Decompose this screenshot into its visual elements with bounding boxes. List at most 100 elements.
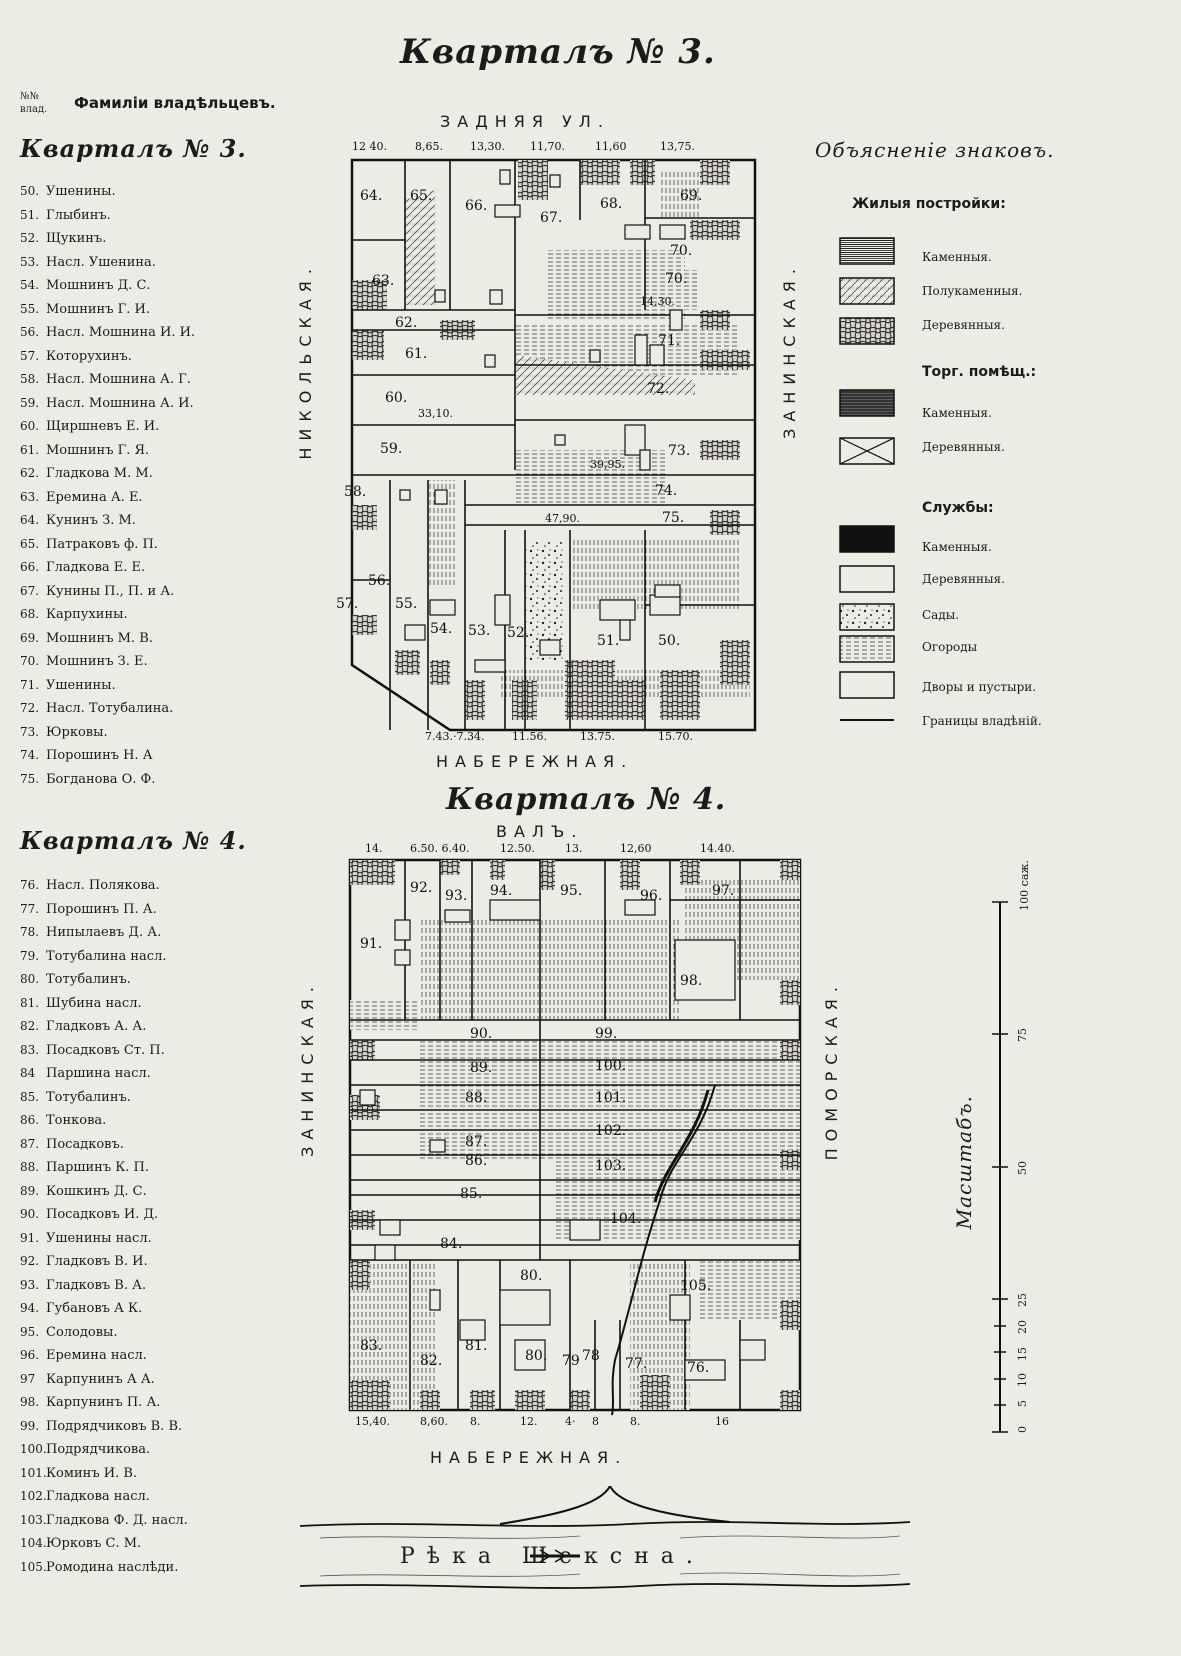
owner-item: 102.Гладкова насл. — [20, 1485, 188, 1509]
owner-item: 99.Подрядчиковъ В. В. — [20, 1415, 188, 1439]
svg-text:93.: 93. — [445, 888, 467, 904]
svg-text:59.: 59. — [380, 441, 402, 457]
svg-text:57.: 57. — [336, 596, 358, 612]
legend-borders: Границы владѣнiй. — [922, 714, 1042, 728]
owner-name: Ушенины насл. — [46, 1230, 152, 1246]
owner-number: 78. — [20, 925, 40, 939]
svg-text:47,90.: 47,90. — [545, 512, 580, 525]
owner-number: 52. — [20, 231, 40, 245]
owner-number: 58. — [20, 372, 40, 386]
legend-trade-stone: Каменныя. — [922, 406, 992, 420]
owner-item: 74.Порошинъ Н. А — [20, 744, 195, 768]
owner-name: Карпунинъ А А. — [46, 1371, 155, 1387]
owner-item: 101.Коминъ И. В. — [20, 1462, 188, 1486]
owner-item: 97 Карпунинъ А А. — [20, 1368, 188, 1392]
owner-number: 50. — [20, 184, 40, 198]
svg-text:4·: 4· — [565, 1415, 576, 1428]
svg-text:12.: 12. — [520, 1415, 538, 1428]
owner-name: Нипылаевъ Д. А. — [46, 925, 162, 940]
svg-text:75.: 75. — [662, 510, 684, 526]
svg-text:58.: 58. — [344, 484, 366, 500]
owner-number: 54. — [20, 278, 40, 292]
svg-text:86.: 86. — [465, 1153, 487, 1169]
owner-name: Ушенины. — [46, 184, 116, 199]
owner-number: 94. — [20, 1301, 40, 1315]
block3-owner-list: 50.Ушенины.51.Глыбинъ.52.Щукинъ.53.Насл.… — [20, 180, 195, 791]
svg-text:89.: 89. — [470, 1060, 492, 1076]
owner-number: 63. — [20, 489, 40, 504]
owner-name: Гладкова Ф. Д. насл. — [46, 1512, 188, 1528]
svg-text:66.: 66. — [465, 198, 487, 214]
scale-tick-label: 0 — [1016, 1426, 1029, 1433]
owner-item: 61.Мошнинъ Г. Я. — [20, 439, 195, 463]
street-zadnyaya: ЗАДНЯЯ УЛ. — [440, 112, 610, 131]
owner-name: Насл. Мошнина А. Г. — [46, 372, 191, 387]
owner-number: 98. — [20, 1395, 40, 1409]
owner-name: Патраковъ ф. П. — [46, 536, 158, 552]
owner-item: 87.Посадковъ. — [20, 1133, 188, 1157]
legend-gardens: Сады. — [922, 608, 960, 622]
street-val: ВАЛЪ. — [496, 822, 584, 841]
owner-item: 83.Посадковъ Ст. П. — [20, 1039, 188, 1063]
owner-item: 77.Порошинъ П. А. — [20, 898, 188, 922]
svg-text:13,30.: 13,30. — [470, 140, 505, 153]
svg-text:12 40.: 12 40. — [352, 140, 387, 153]
owner-item: 100.Подрядчикова. — [20, 1438, 188, 1462]
owner-name: Губановъ А К. — [46, 1301, 143, 1316]
owner-number: 75. — [20, 771, 40, 786]
owner-item: 57.Которухинъ. — [20, 345, 195, 369]
svg-text:76.: 76. — [687, 1360, 709, 1376]
svg-text:13,75.: 13,75. — [660, 140, 695, 153]
owner-item: 103.Гладкова Ф. Д. насл. — [20, 1509, 188, 1533]
svg-text:104.: 104. — [610, 1211, 641, 1227]
river — [300, 1486, 910, 1589]
street-naberezhnaya-4: НАБЕРЕЖНАЯ. — [430, 1448, 628, 1467]
street-zaninskaya-east: ЗАНИНСКАЯ. — [780, 262, 799, 439]
owner-item: 86.Тонкова. — [20, 1109, 188, 1133]
owners-names-label: Фамилiи владѣльцевъ. — [74, 94, 276, 112]
svg-text:15,70.: 15,70. — [658, 730, 693, 740]
svg-text:80.: 80. — [525, 1348, 547, 1364]
owner-item: 80.Тотубалинъ. — [20, 968, 188, 992]
legend-res-half: Полукаменныя. — [922, 284, 1023, 298]
legend-serv-stone: Каменныя. — [922, 540, 992, 554]
block3-list-title: Кварталъ № 3. — [20, 134, 247, 163]
owner-number: 53. — [20, 254, 40, 269]
svg-text:78: 78 — [582, 1348, 600, 1364]
owner-item: 76.Насл. Полякова. — [20, 874, 188, 898]
svg-text:105.: 105. — [680, 1278, 711, 1294]
owner-item: 91.Ушенины насл. — [20, 1227, 188, 1251]
owner-item: 70.Мошнинъ З. Е. — [20, 650, 195, 674]
owner-number: 93. — [20, 1277, 40, 1292]
owner-name: Щукинъ. — [46, 231, 107, 246]
owner-number: 57. — [20, 348, 40, 363]
owner-number: 67. — [20, 583, 40, 598]
owner-item: 50. Ушенины. — [20, 180, 195, 204]
svg-text:52.: 52. — [507, 625, 529, 641]
owner-item: 65. Патраковъ ф. П. — [20, 533, 195, 557]
scale-tick-label: 75 — [1016, 1028, 1029, 1042]
owner-item: 53.Насл. Ушенина. — [20, 251, 195, 275]
owner-number: 69. — [20, 630, 40, 645]
svg-text:68.: 68. — [600, 196, 622, 212]
svg-text:8,65.: 8,65. — [415, 140, 443, 153]
owner-name: Насл. Тотубалина. — [46, 701, 174, 716]
owner-number: 68. — [20, 607, 40, 621]
owner-number: 92. — [20, 1254, 40, 1268]
owner-number: 97 — [20, 1371, 36, 1386]
svg-text:103.: 103. — [595, 1158, 626, 1174]
owner-name: Насл. Полякова. — [46, 878, 160, 893]
block4-owner-list: 76.Насл. Полякова.77.Порошинъ П. А. 78. Ни… — [20, 874, 188, 1579]
svg-text:8.: 8. — [470, 1415, 481, 1428]
owner-number: 74. — [20, 748, 40, 762]
owner-number: 105. — [20, 1559, 47, 1574]
svg-text:51.: 51. — [597, 633, 619, 649]
owner-name: Юрковы. — [46, 724, 108, 740]
owner-item: 98.Карпунинъ П. А. — [20, 1391, 188, 1415]
owner-name: Посадковъ. — [46, 1136, 124, 1152]
owner-number: 65. — [20, 536, 40, 551]
owner-name: Коминъ И. В. — [46, 1465, 138, 1481]
owner-number: 88. — [20, 1160, 40, 1174]
owner-name: Тонкова. — [46, 1113, 107, 1128]
svg-text:88.: 88. — [465, 1090, 487, 1106]
